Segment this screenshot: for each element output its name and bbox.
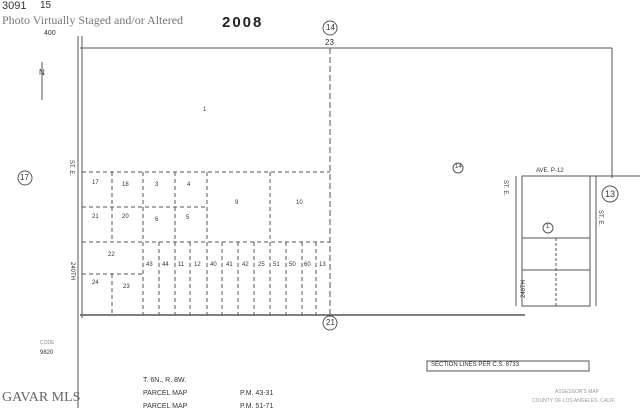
street-ave-p12: AVE. P-12 [536, 168, 564, 174]
parcel-tract-1[interactable]: 1 [546, 224, 550, 230]
north-label: N [39, 68, 45, 77]
parcel[interactable]: 20 [122, 214, 129, 220]
parcel[interactable]: 21 [92, 214, 99, 220]
parcel-map-ref-2: P.M. 51-71 [240, 403, 274, 410]
parcel-1[interactable]: 1 [203, 107, 207, 113]
township-range: T. 6N., R. 8W. [143, 377, 187, 384]
street-st-e: ST. E. [502, 180, 508, 197]
parcel-14[interactable]: 14 [455, 164, 462, 170]
parcel[interactable]: 41 [226, 262, 233, 268]
parcel[interactable]: 43 [146, 262, 153, 268]
assessor-line-1: ASSESSOR'S MAP [555, 389, 600, 395]
section-label-top: 14 [326, 23, 335, 32]
parcel[interactable]: 13 [319, 262, 326, 268]
parcel[interactable]: 10 [296, 200, 303, 206]
map-year: 2008 [222, 14, 264, 31]
parcel-grid [82, 171, 330, 315]
parcel[interactable]: 4 [187, 182, 191, 188]
street-st-e-right: ST. E. [597, 210, 603, 227]
parcel[interactable]: 50 [289, 262, 296, 268]
parcel[interactable]: 42 [242, 262, 249, 268]
map-scale: 400 [44, 30, 56, 37]
parcel[interactable]: 25 [258, 262, 265, 268]
parcel[interactable]: 12 [194, 262, 201, 268]
mls-logo: GAVAR MLS [2, 390, 81, 405]
section-corner: 23 [325, 38, 334, 47]
parcel-map-ref-1: P.M. 43-31 [240, 390, 274, 397]
parcel[interactable]: 5 [186, 215, 190, 221]
street-240th: 240TH [521, 279, 527, 298]
parcel[interactable]: 24 [92, 280, 99, 286]
section-label-bottom: 21 [326, 318, 335, 327]
staged-watermark: Photo Virtually Staged and/or Altered [2, 13, 184, 27]
street-left-st-e: ST. E. [68, 160, 74, 177]
parcel[interactable]: 22 [108, 252, 115, 258]
section-note: SECTION LINES PER C.S. 8733 [431, 362, 520, 368]
code-value: 9820 [40, 350, 54, 356]
assessor-line-2: COUNTY OF LOS ANGELES, CALIF. [532, 398, 616, 404]
parcel[interactable]: 40 [210, 262, 217, 268]
parcel[interactable]: 6 [155, 217, 159, 223]
section-note-box [426, 360, 590, 372]
parcel[interactable]: 9 [235, 200, 239, 206]
page-number: 15 [40, 0, 52, 11]
section-label-right: 13 [605, 189, 616, 199]
parcel-map-label-2: PARCEL MAP [143, 403, 188, 410]
parcel[interactable]: 17 [92, 180, 99, 186]
parcel[interactable]: 44 [162, 262, 169, 268]
parcel[interactable]: 23 [123, 284, 130, 290]
section-label-left: 17 [20, 173, 29, 182]
book-number: 3091 [2, 0, 27, 12]
parcel[interactable]: 60 [304, 262, 311, 268]
parcel[interactable]: 11 [178, 262, 185, 268]
parcel[interactable]: 3 [155, 182, 159, 188]
section-circles [17, 20, 619, 331]
parcel[interactable]: 18 [122, 182, 129, 188]
parcel-map-label-1: PARCEL MAP [143, 390, 188, 397]
street-left-240th: 240TH [69, 262, 75, 281]
parcel[interactable]: 51 [273, 262, 280, 268]
code-label: CODE [40, 340, 55, 346]
